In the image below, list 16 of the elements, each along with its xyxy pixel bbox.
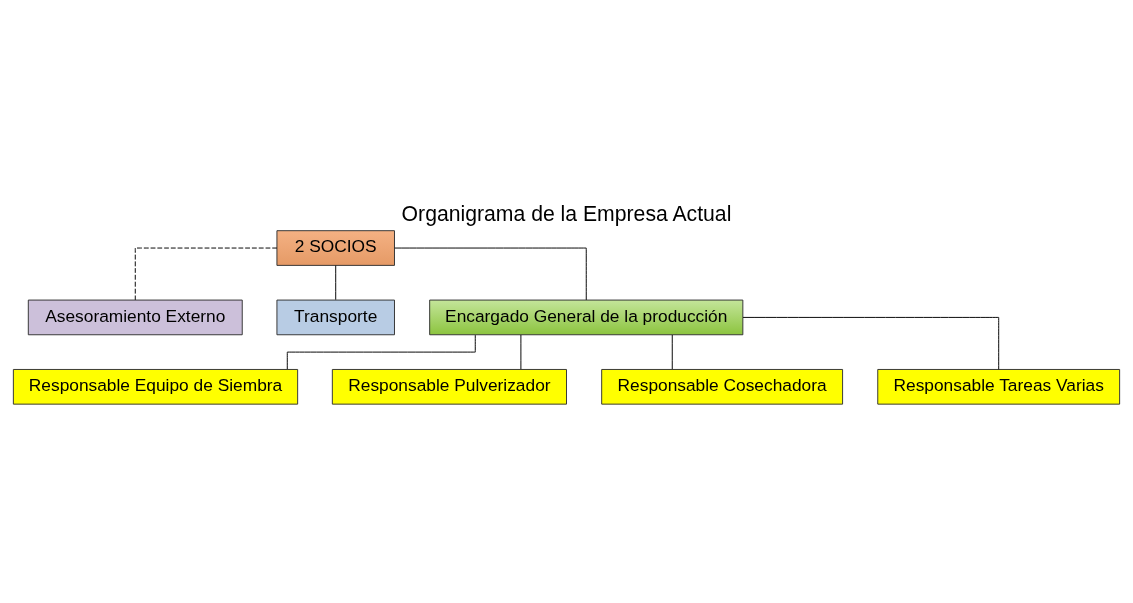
node-box: Transporte [276,299,395,335]
diagram-title: Organigrama de la Empresa Actual [401,201,732,225]
node-box: Responsable Pulverizador [331,368,567,405]
node-box: Encargado General de la producción [429,299,744,335]
connector [335,264,337,300]
connector [520,333,522,370]
connector [134,247,278,300]
node-box: 2 SOCIOS [276,229,395,266]
node-box: Responsable Tareas Varias [877,368,1121,405]
connector [671,333,673,370]
node-box: Asesoramiento Externo [27,299,243,335]
connector [286,334,476,370]
node-box: Responsable Equipo de Siembra [12,368,299,405]
connector [742,316,1000,370]
connector [394,247,587,300]
node-box: Responsable Cosechadora [601,368,844,405]
